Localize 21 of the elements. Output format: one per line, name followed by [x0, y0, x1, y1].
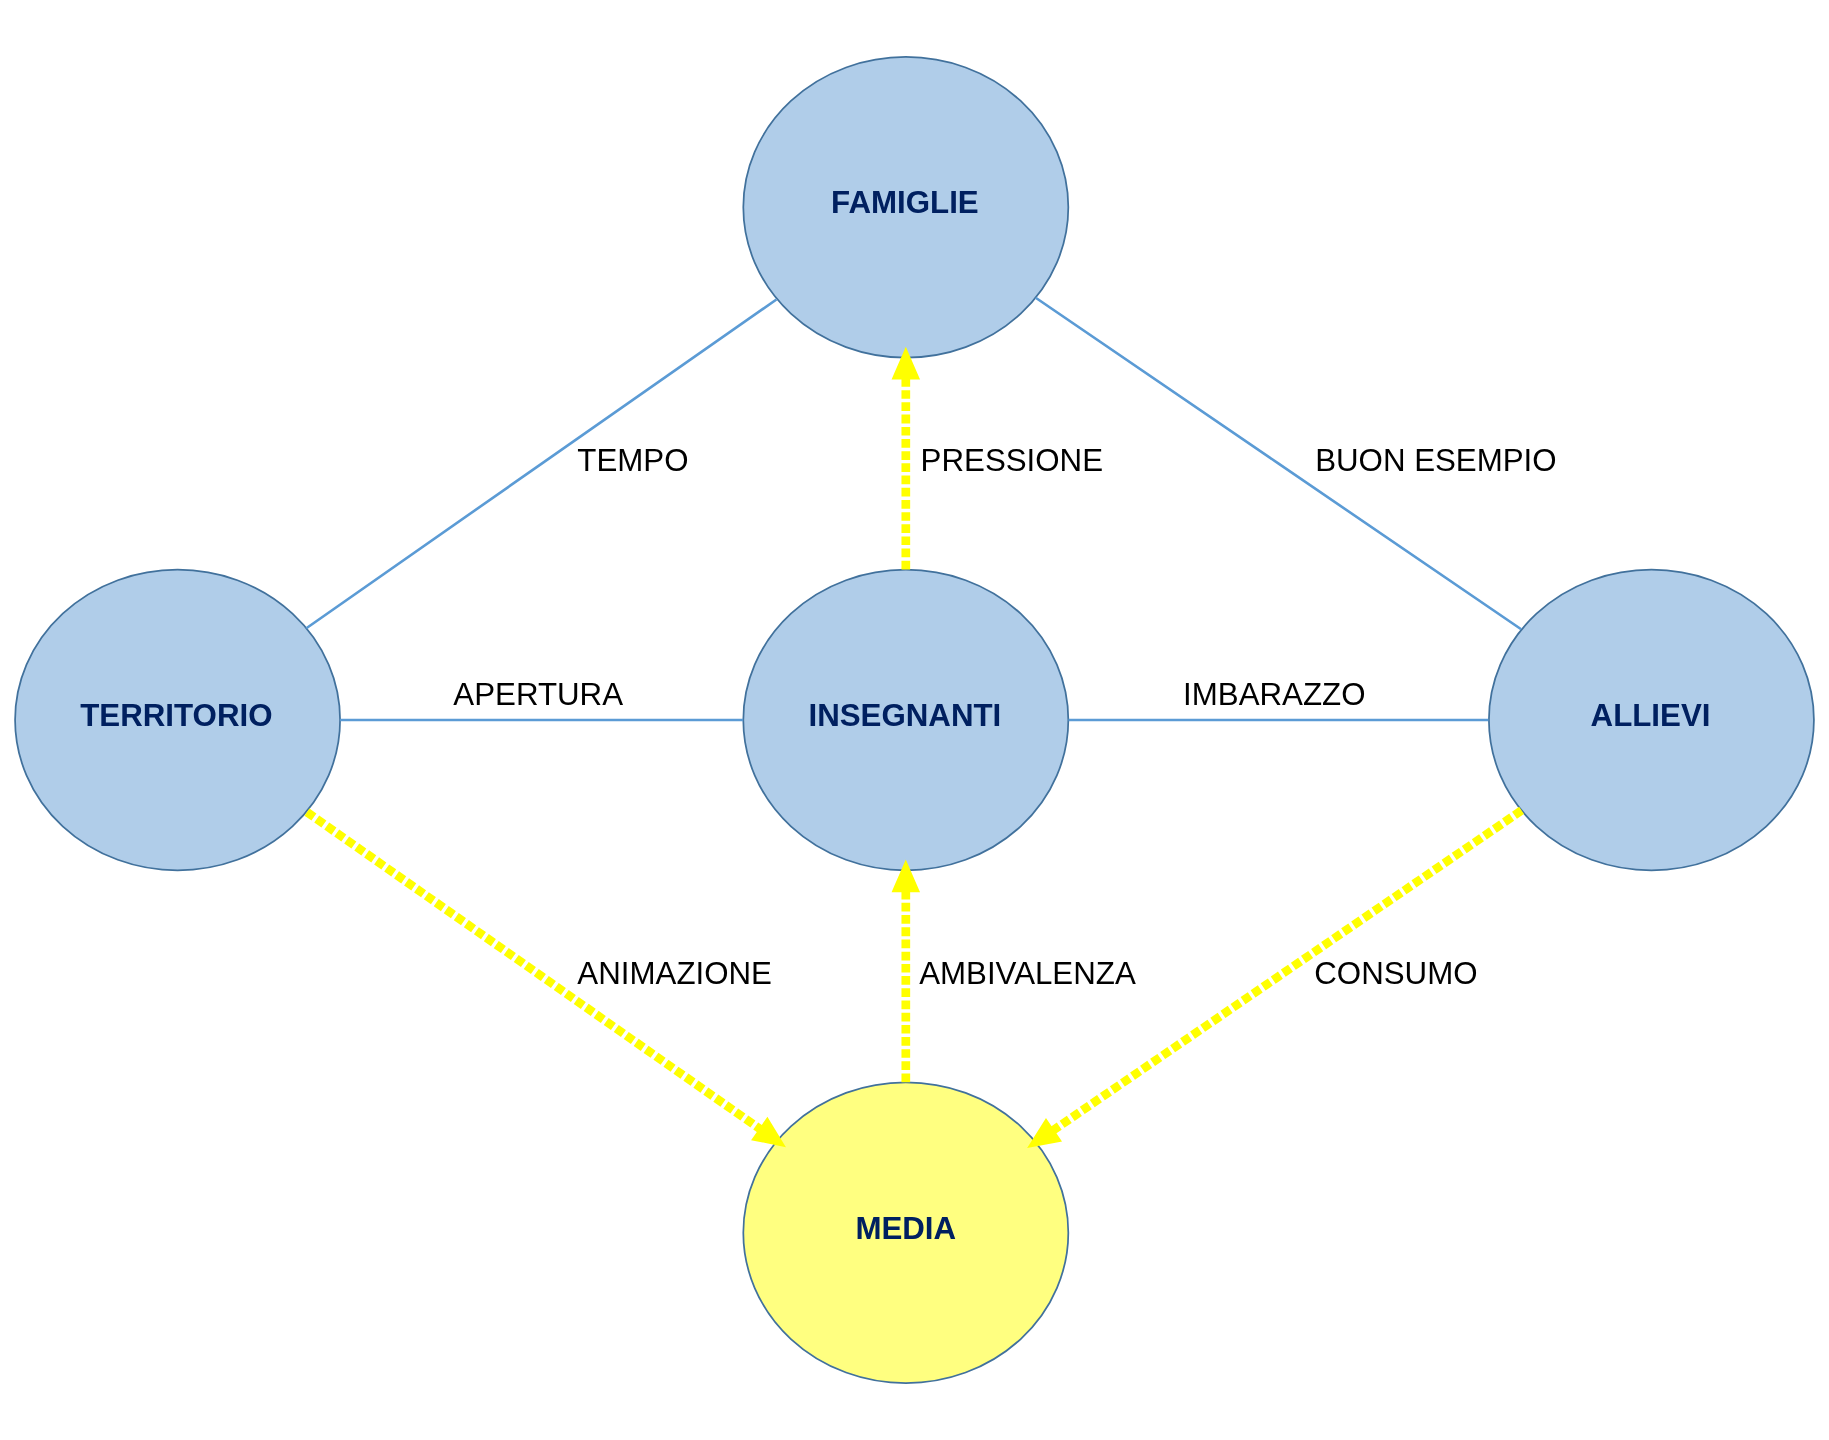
edge-label: AMBIVALENZA: [919, 956, 1135, 991]
arrow: [304, 808, 786, 1148]
edge-label: TEMPO: [577, 443, 689, 479]
connector: [1068, 718, 1489, 722]
node-circle: INSEGNANTI: [742, 568, 1070, 872]
edge-label: ANIMAZIONE: [577, 956, 772, 991]
connector: [340, 718, 744, 722]
connector: [1034, 296, 1522, 631]
edge-label: IMBARAZZO: [1183, 677, 1366, 713]
arrow: [891, 859, 921, 1083]
connector: [305, 298, 778, 630]
edge-label: CONSUMO: [1314, 956, 1478, 991]
edge-label: PRESSIONE: [920, 443, 1104, 479]
node-circle: TERRITORIO: [14, 568, 341, 872]
edge-label: BUON ESEMPIO: [1315, 443, 1557, 479]
arrow: [1027, 806, 1524, 1149]
node-circle: FAMIGLIE: [742, 56, 1070, 359]
arrow: [891, 346, 921, 570]
node-circle: MEDIA: [742, 1081, 1070, 1384]
node-circle: ALLIEVI: [1488, 568, 1815, 872]
edge-label: APERTURA: [453, 677, 622, 713]
